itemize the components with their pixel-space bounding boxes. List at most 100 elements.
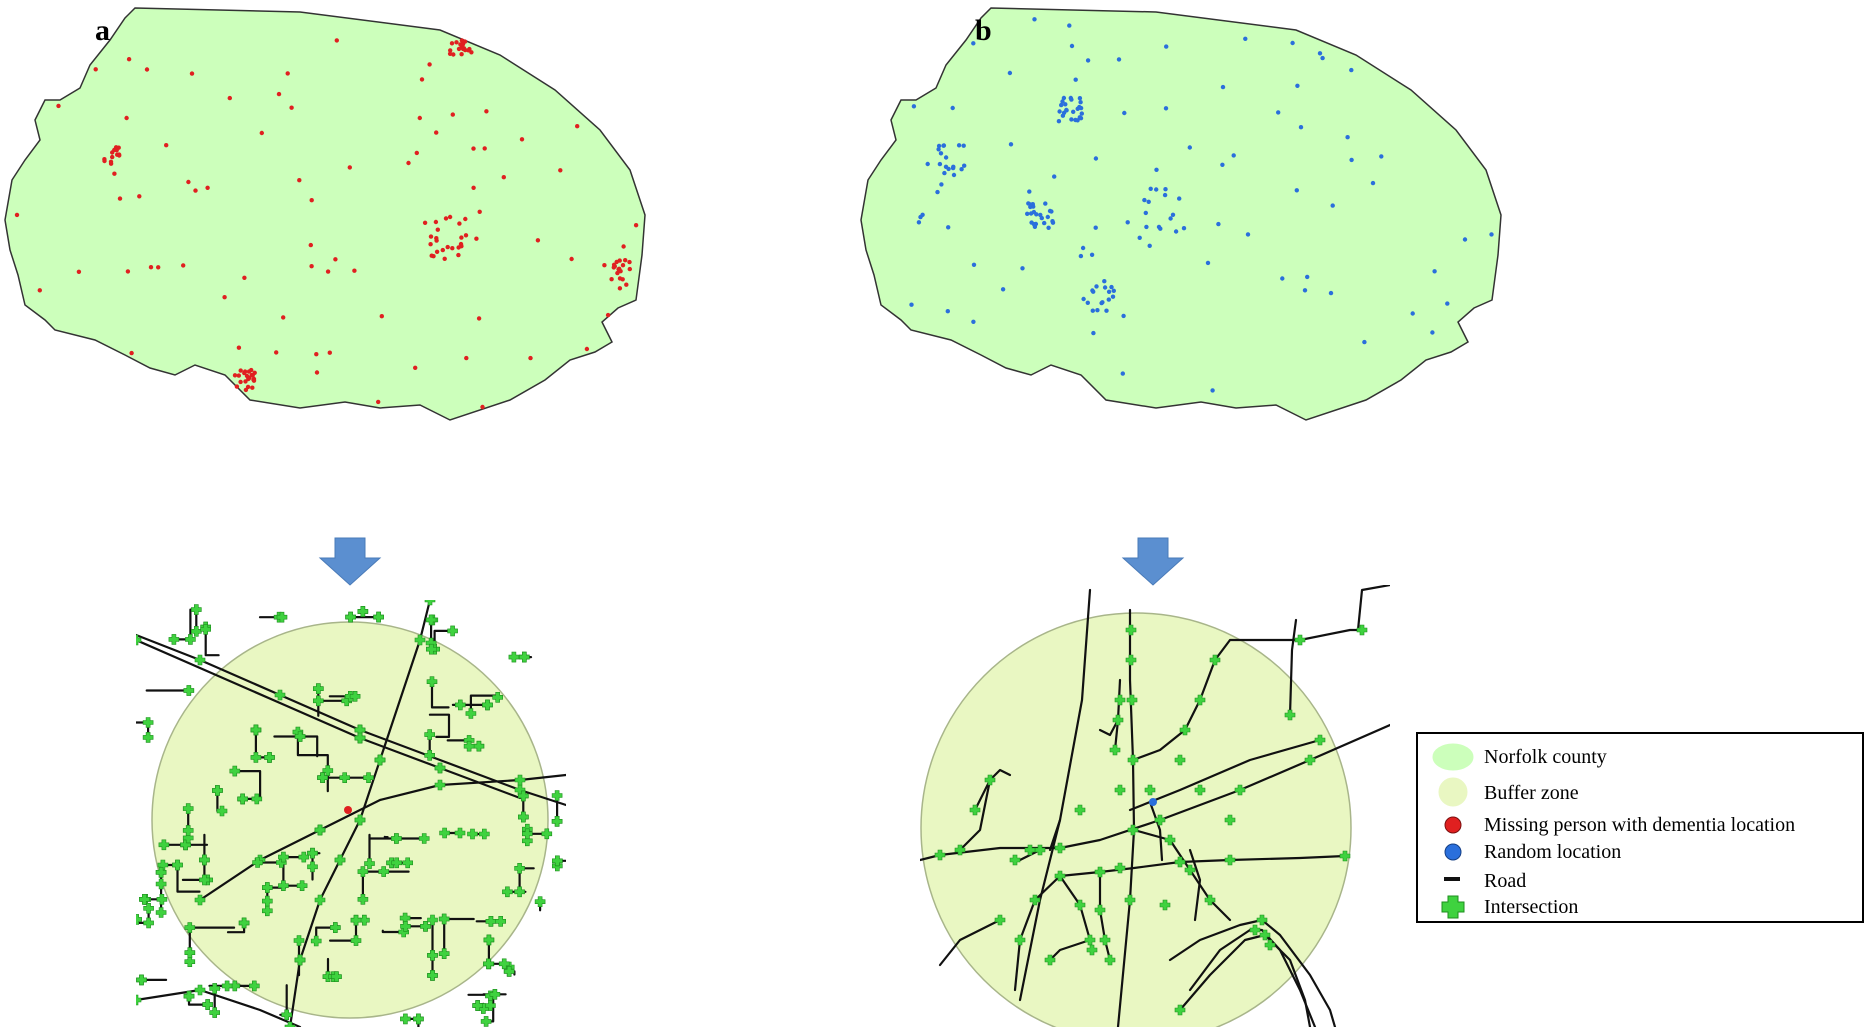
down-arrow-icon bbox=[1121, 537, 1185, 586]
missing-person-point bbox=[243, 379, 248, 384]
missing-person-location-marker bbox=[344, 806, 352, 814]
random-location-point bbox=[1290, 40, 1295, 46]
random-location-point bbox=[916, 220, 922, 225]
intersection-marker bbox=[572, 856, 582, 866]
buffer-zone-detail-a bbox=[136, 600, 582, 1027]
random-location-point bbox=[1109, 284, 1114, 290]
missing-person-point bbox=[406, 160, 411, 166]
random-location-point bbox=[1049, 209, 1054, 214]
random-location-point bbox=[1008, 142, 1014, 147]
missing-person-point bbox=[289, 105, 294, 110]
missing-person-point bbox=[236, 373, 241, 378]
missing-person-point bbox=[429, 253, 434, 258]
intersection-marker bbox=[412, 1013, 424, 1025]
random-location-point bbox=[1079, 111, 1084, 116]
intersection-cross-icon bbox=[1441, 895, 1465, 919]
intersection-marker bbox=[194, 984, 206, 996]
legend-label-road: Road bbox=[1484, 870, 1526, 892]
random-location-point bbox=[937, 161, 943, 167]
missing-person-point bbox=[236, 345, 242, 350]
missing-person-point bbox=[609, 277, 614, 282]
random-location-point bbox=[1025, 211, 1030, 216]
random-location-point bbox=[942, 170, 947, 176]
random-location-point bbox=[1000, 287, 1006, 292]
random-location-point bbox=[1320, 55, 1325, 61]
random-location-point bbox=[1052, 174, 1057, 179]
missing-person-point bbox=[186, 179, 191, 185]
random-location-point bbox=[1410, 311, 1415, 316]
random-location-point bbox=[1276, 110, 1281, 115]
random-location-point bbox=[1078, 253, 1084, 259]
random-location-point bbox=[1120, 371, 1125, 376]
random-location-point bbox=[1173, 229, 1179, 234]
random-location-point bbox=[1345, 135, 1350, 140]
missing-person-point bbox=[232, 373, 238, 378]
missing-person-point bbox=[617, 286, 623, 291]
random-location-point bbox=[1093, 225, 1098, 230]
missing-person-point bbox=[627, 266, 632, 272]
missing-person-point bbox=[333, 257, 338, 262]
missing-person-point bbox=[458, 42, 463, 47]
random-location-point bbox=[1181, 226, 1187, 231]
intersection-marker bbox=[184, 956, 196, 968]
missing-person-point bbox=[227, 95, 232, 101]
intersection-marker bbox=[447, 625, 459, 637]
intersection-marker bbox=[142, 731, 154, 743]
random-location-point bbox=[1077, 96, 1083, 101]
random-location-point bbox=[1489, 232, 1494, 237]
random-location-point bbox=[961, 143, 966, 148]
random-location-point bbox=[1039, 215, 1044, 221]
random-location-point bbox=[1295, 83, 1300, 89]
random-location-point bbox=[1298, 125, 1304, 130]
missing-person-point bbox=[535, 238, 541, 243]
intersection-marker bbox=[184, 633, 196, 645]
intersection-marker bbox=[190, 604, 202, 616]
random-location-point bbox=[1216, 221, 1221, 227]
random-location-point bbox=[936, 147, 941, 152]
missing-person-point bbox=[314, 352, 319, 357]
random-location-point bbox=[925, 161, 930, 167]
random-location-point bbox=[1379, 154, 1384, 159]
random-location-point bbox=[1144, 224, 1149, 230]
random-location-point bbox=[1243, 36, 1248, 41]
missing-person-point bbox=[584, 346, 590, 352]
intersection-marker bbox=[143, 902, 155, 914]
legend-label-county: Norfolk county bbox=[1484, 746, 1607, 768]
random-location-point bbox=[1031, 222, 1037, 227]
missing-person-point bbox=[250, 373, 255, 378]
random-location-point bbox=[1147, 243, 1152, 248]
random-location-point bbox=[1110, 294, 1116, 299]
random-location-point bbox=[1122, 110, 1127, 116]
random-location-point bbox=[971, 262, 977, 267]
missing-person-point bbox=[434, 238, 439, 243]
intersection-marker bbox=[551, 790, 563, 801]
random-location-point bbox=[1095, 308, 1100, 313]
random-location-point bbox=[1020, 266, 1025, 271]
missing-person-point bbox=[602, 263, 607, 268]
random-location-point bbox=[1280, 276, 1285, 281]
missing-person-point bbox=[463, 233, 469, 238]
missing-person-point bbox=[447, 51, 453, 56]
random-location-point bbox=[1154, 167, 1159, 172]
missing-person-point bbox=[633, 223, 639, 228]
random-location-point bbox=[1164, 44, 1169, 49]
missing-person-point bbox=[164, 143, 169, 148]
random-location-point bbox=[1069, 117, 1074, 122]
missing-person-point bbox=[427, 62, 432, 67]
missing-person-point bbox=[414, 150, 419, 156]
missing-person-point bbox=[476, 316, 482, 321]
missing-person-point bbox=[422, 220, 428, 225]
missing-person-point bbox=[447, 214, 453, 220]
missing-person-point bbox=[617, 258, 622, 263]
missing-person-point bbox=[528, 355, 533, 361]
intersection-marker bbox=[1294, 634, 1306, 646]
missing-person-point bbox=[459, 244, 464, 249]
missing-person-point bbox=[471, 146, 476, 151]
random-location-point bbox=[1146, 199, 1151, 204]
random-location-point bbox=[946, 225, 951, 230]
missing-person-point bbox=[108, 159, 114, 164]
missing-person-point bbox=[327, 350, 332, 355]
missing-person-point bbox=[434, 130, 439, 135]
random-location-point bbox=[936, 143, 942, 149]
missing-person-point bbox=[347, 165, 352, 170]
